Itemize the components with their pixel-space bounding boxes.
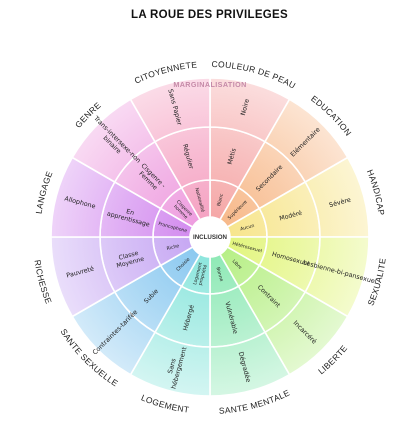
- page-title: LA ROUE DES PRIVILEGES: [131, 9, 288, 21]
- cell-sante-mentale-1: Bonne: [215, 267, 225, 283]
- cell-handicap-1: Aucun: [240, 223, 256, 233]
- category-label-langage: LANGAGE: [34, 170, 55, 215]
- wheel-sectors: [50, 77, 370, 397]
- cell-couleur-de-peau-1: Blanc: [216, 193, 225, 207]
- category-label-richesse: RICHESSE: [33, 259, 54, 305]
- category-label-handicap: HANDICAP: [365, 168, 387, 216]
- center-label: INCLUSION: [193, 234, 228, 241]
- cell-richesse-1: Riche: [166, 243, 180, 252]
- category-label-logement: LOGEMENT: [140, 392, 190, 414]
- sector-citoyennete-3: [129, 77, 211, 143]
- center-circle: [190, 217, 230, 257]
- outer-ring-label: MARGINALISATION: [173, 80, 246, 89]
